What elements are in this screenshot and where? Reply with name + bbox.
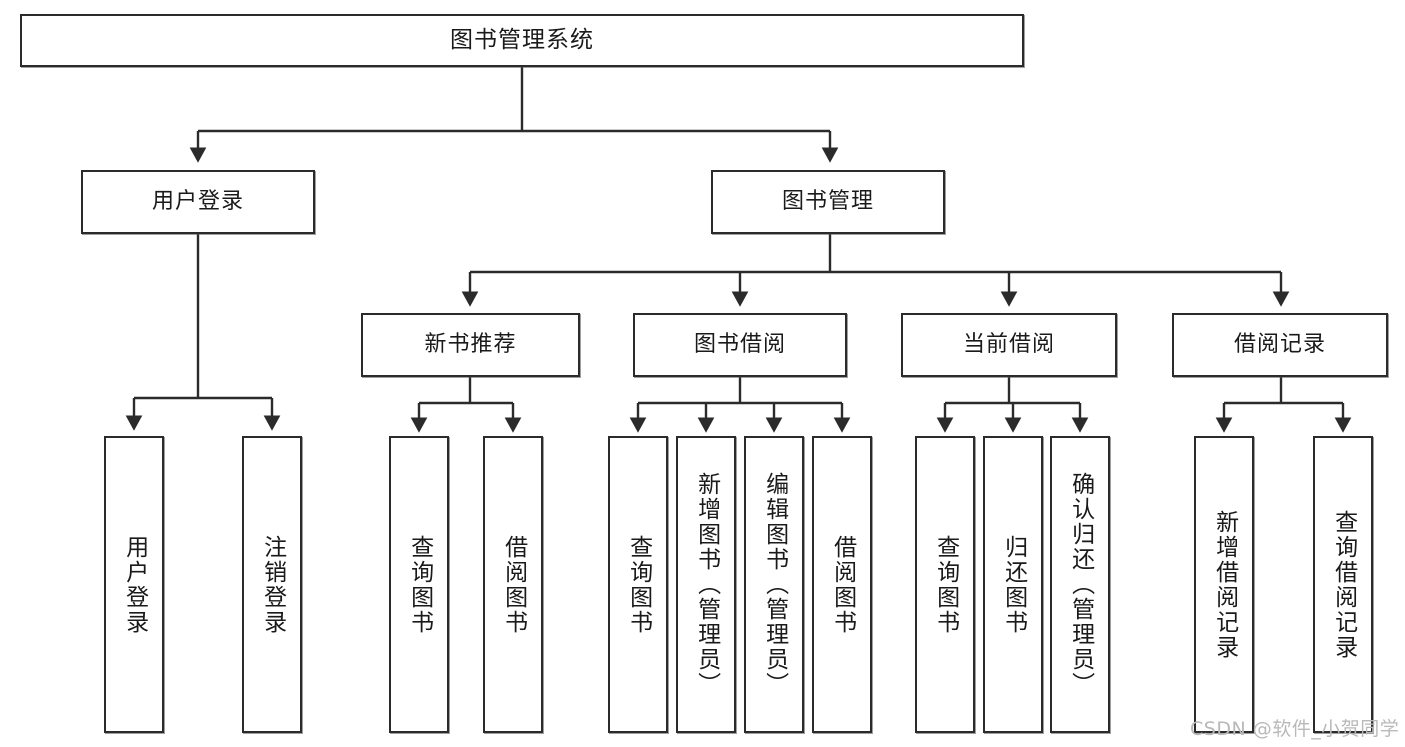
node-label: 用户登录 <box>121 534 148 635</box>
node-root-system[interactable]: 图书管理系统 <box>20 14 1024 67</box>
node-leaf-return-book[interactable]: 归还图书 <box>983 436 1043 733</box>
node-book-borrow[interactable]: 图书借阅 <box>633 313 847 377</box>
node-leaf-borrow-book-2[interactable]: 借阅图书 <box>812 436 872 733</box>
node-label: 查询图书 <box>625 534 652 635</box>
node-label: 借阅图书 <box>500 534 527 635</box>
node-leaf-user-logout[interactable]: 注销登录 <box>242 436 302 733</box>
node-leaf-query-book-1[interactable]: 查询图书 <box>389 436 449 733</box>
node-label: 借阅记录 <box>1233 331 1326 357</box>
node-label: 新增借阅记录 <box>1211 509 1238 660</box>
node-label: 图书管理系统 <box>450 26 594 53</box>
node-label: 图书借阅 <box>693 331 786 357</box>
csdn-watermark: CSDN @软件_小贺同学 <box>1190 718 1400 740</box>
node-book-manage[interactable]: 图书管理 <box>711 170 945 234</box>
node-label: 新书推荐 <box>424 331 517 357</box>
node-leaf-add-book[interactable]: 新增图书（管理员） <box>676 436 736 733</box>
node-leaf-edit-book[interactable]: 编辑图书（管理员） <box>744 436 804 733</box>
node-label: 当前借阅 <box>962 331 1055 357</box>
node-label: 查询图书 <box>932 534 959 635</box>
node-leaf-confirm-return[interactable]: 确认归还（管理员） <box>1050 436 1110 733</box>
node-label: 确认归还（管理员） <box>1067 472 1094 697</box>
node-label: 注销登录 <box>259 534 286 635</box>
node-borrow-record[interactable]: 借阅记录 <box>1172 313 1388 377</box>
node-leaf-query-record[interactable]: 查询借阅记录 <box>1313 436 1373 733</box>
node-leaf-user-login[interactable]: 用户登录 <box>104 436 164 733</box>
node-label: 新增图书（管理员） <box>693 472 720 697</box>
node-leaf-query-book-2[interactable]: 查询图书 <box>608 436 668 733</box>
node-user-login[interactable]: 用户登录 <box>81 170 315 234</box>
node-label: 归还图书 <box>1000 534 1027 635</box>
node-current-borrow[interactable]: 当前借阅 <box>901 313 1117 377</box>
node-label: 编辑图书（管理员） <box>761 472 788 697</box>
node-new-book-rec[interactable]: 新书推荐 <box>361 313 580 377</box>
node-label: 借阅图书 <box>829 534 856 635</box>
node-label: 查询图书 <box>406 534 433 635</box>
node-leaf-query-book-3[interactable]: 查询图书 <box>915 436 975 733</box>
node-leaf-borrow-book-1[interactable]: 借阅图书 <box>483 436 543 733</box>
node-label: 图书管理 <box>781 188 874 214</box>
node-label: 用户登录 <box>151 188 244 214</box>
node-label: 查询借阅记录 <box>1330 509 1357 660</box>
node-leaf-add-record[interactable]: 新增借阅记录 <box>1194 436 1254 733</box>
